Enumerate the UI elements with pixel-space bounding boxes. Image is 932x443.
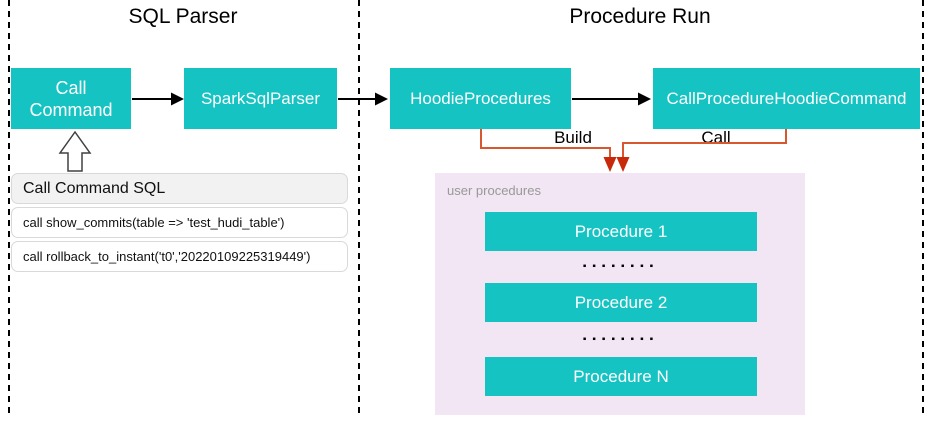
- sql-panel-row-rollback-to-instant: call rollback_to_instant('t0','202201092…: [11, 241, 348, 272]
- user-procedures-label: user procedures: [447, 183, 541, 198]
- arrow-hoodieprocedures-to-callprocedurehoodiecommand: [572, 92, 651, 106]
- hollow-up-arrow: [58, 130, 92, 172]
- spark-sql-parser-node: SparkSqlParser: [184, 68, 337, 129]
- procedure-1-label: Procedure 1: [574, 221, 668, 241]
- procedure-n-box: Procedure N: [485, 357, 757, 396]
- user-procedures-container: user procedures Procedure 1 ▪▪▪▪▪▪▪▪ ▪▪▪…: [435, 173, 805, 415]
- call-command-label-line1: Call: [55, 77, 87, 98]
- build-edge-label: Build: [554, 128, 592, 147]
- sql-panel-row-show-commits: call show_commits(table => 'test_hudi_ta…: [11, 207, 348, 238]
- lane-divider-left: [8, 0, 10, 414]
- lane-divider-middle: [358, 0, 360, 414]
- procedure-2-box: Procedure 2: [485, 283, 757, 322]
- procedure-run-lane-title: Procedure Run: [569, 5, 711, 28]
- call-command-node: Call Command: [11, 68, 131, 129]
- procedure-1-box: Procedure 1: [485, 212, 757, 251]
- procedure-n-label: Procedure N: [573, 366, 669, 386]
- arrow-sparksqlparser-to-hoodieprocedures: [338, 92, 388, 106]
- dots-separator-2: ▪▪▪▪▪▪▪▪: [582, 334, 660, 345]
- sql-parser-lane-title: SQL Parser: [128, 5, 238, 28]
- lane-divider-right: [922, 0, 924, 414]
- call-procedure-hoodie-command-label: CallProcedureHoodieCommand: [666, 88, 907, 108]
- spark-sql-parser-label: SparkSqlParser: [200, 88, 321, 108]
- call-command-label-line2: Command: [29, 99, 113, 120]
- procedure-2-label: Procedure 2: [574, 292, 668, 312]
- arrow-call-command-to-sparksqlparser: [132, 92, 184, 106]
- dots-separator-1: ▪▪▪▪▪▪▪▪: [582, 261, 660, 272]
- hoodie-procedures-label: HoodieProcedures: [410, 88, 551, 108]
- hoodie-procedures-node: HoodieProcedures: [390, 68, 571, 129]
- call-procedure-hoodie-command-node: CallProcedureHoodieCommand: [653, 68, 920, 129]
- call-edge-label: Call: [701, 128, 731, 147]
- sql-panel-header: Call Command SQL: [11, 173, 348, 204]
